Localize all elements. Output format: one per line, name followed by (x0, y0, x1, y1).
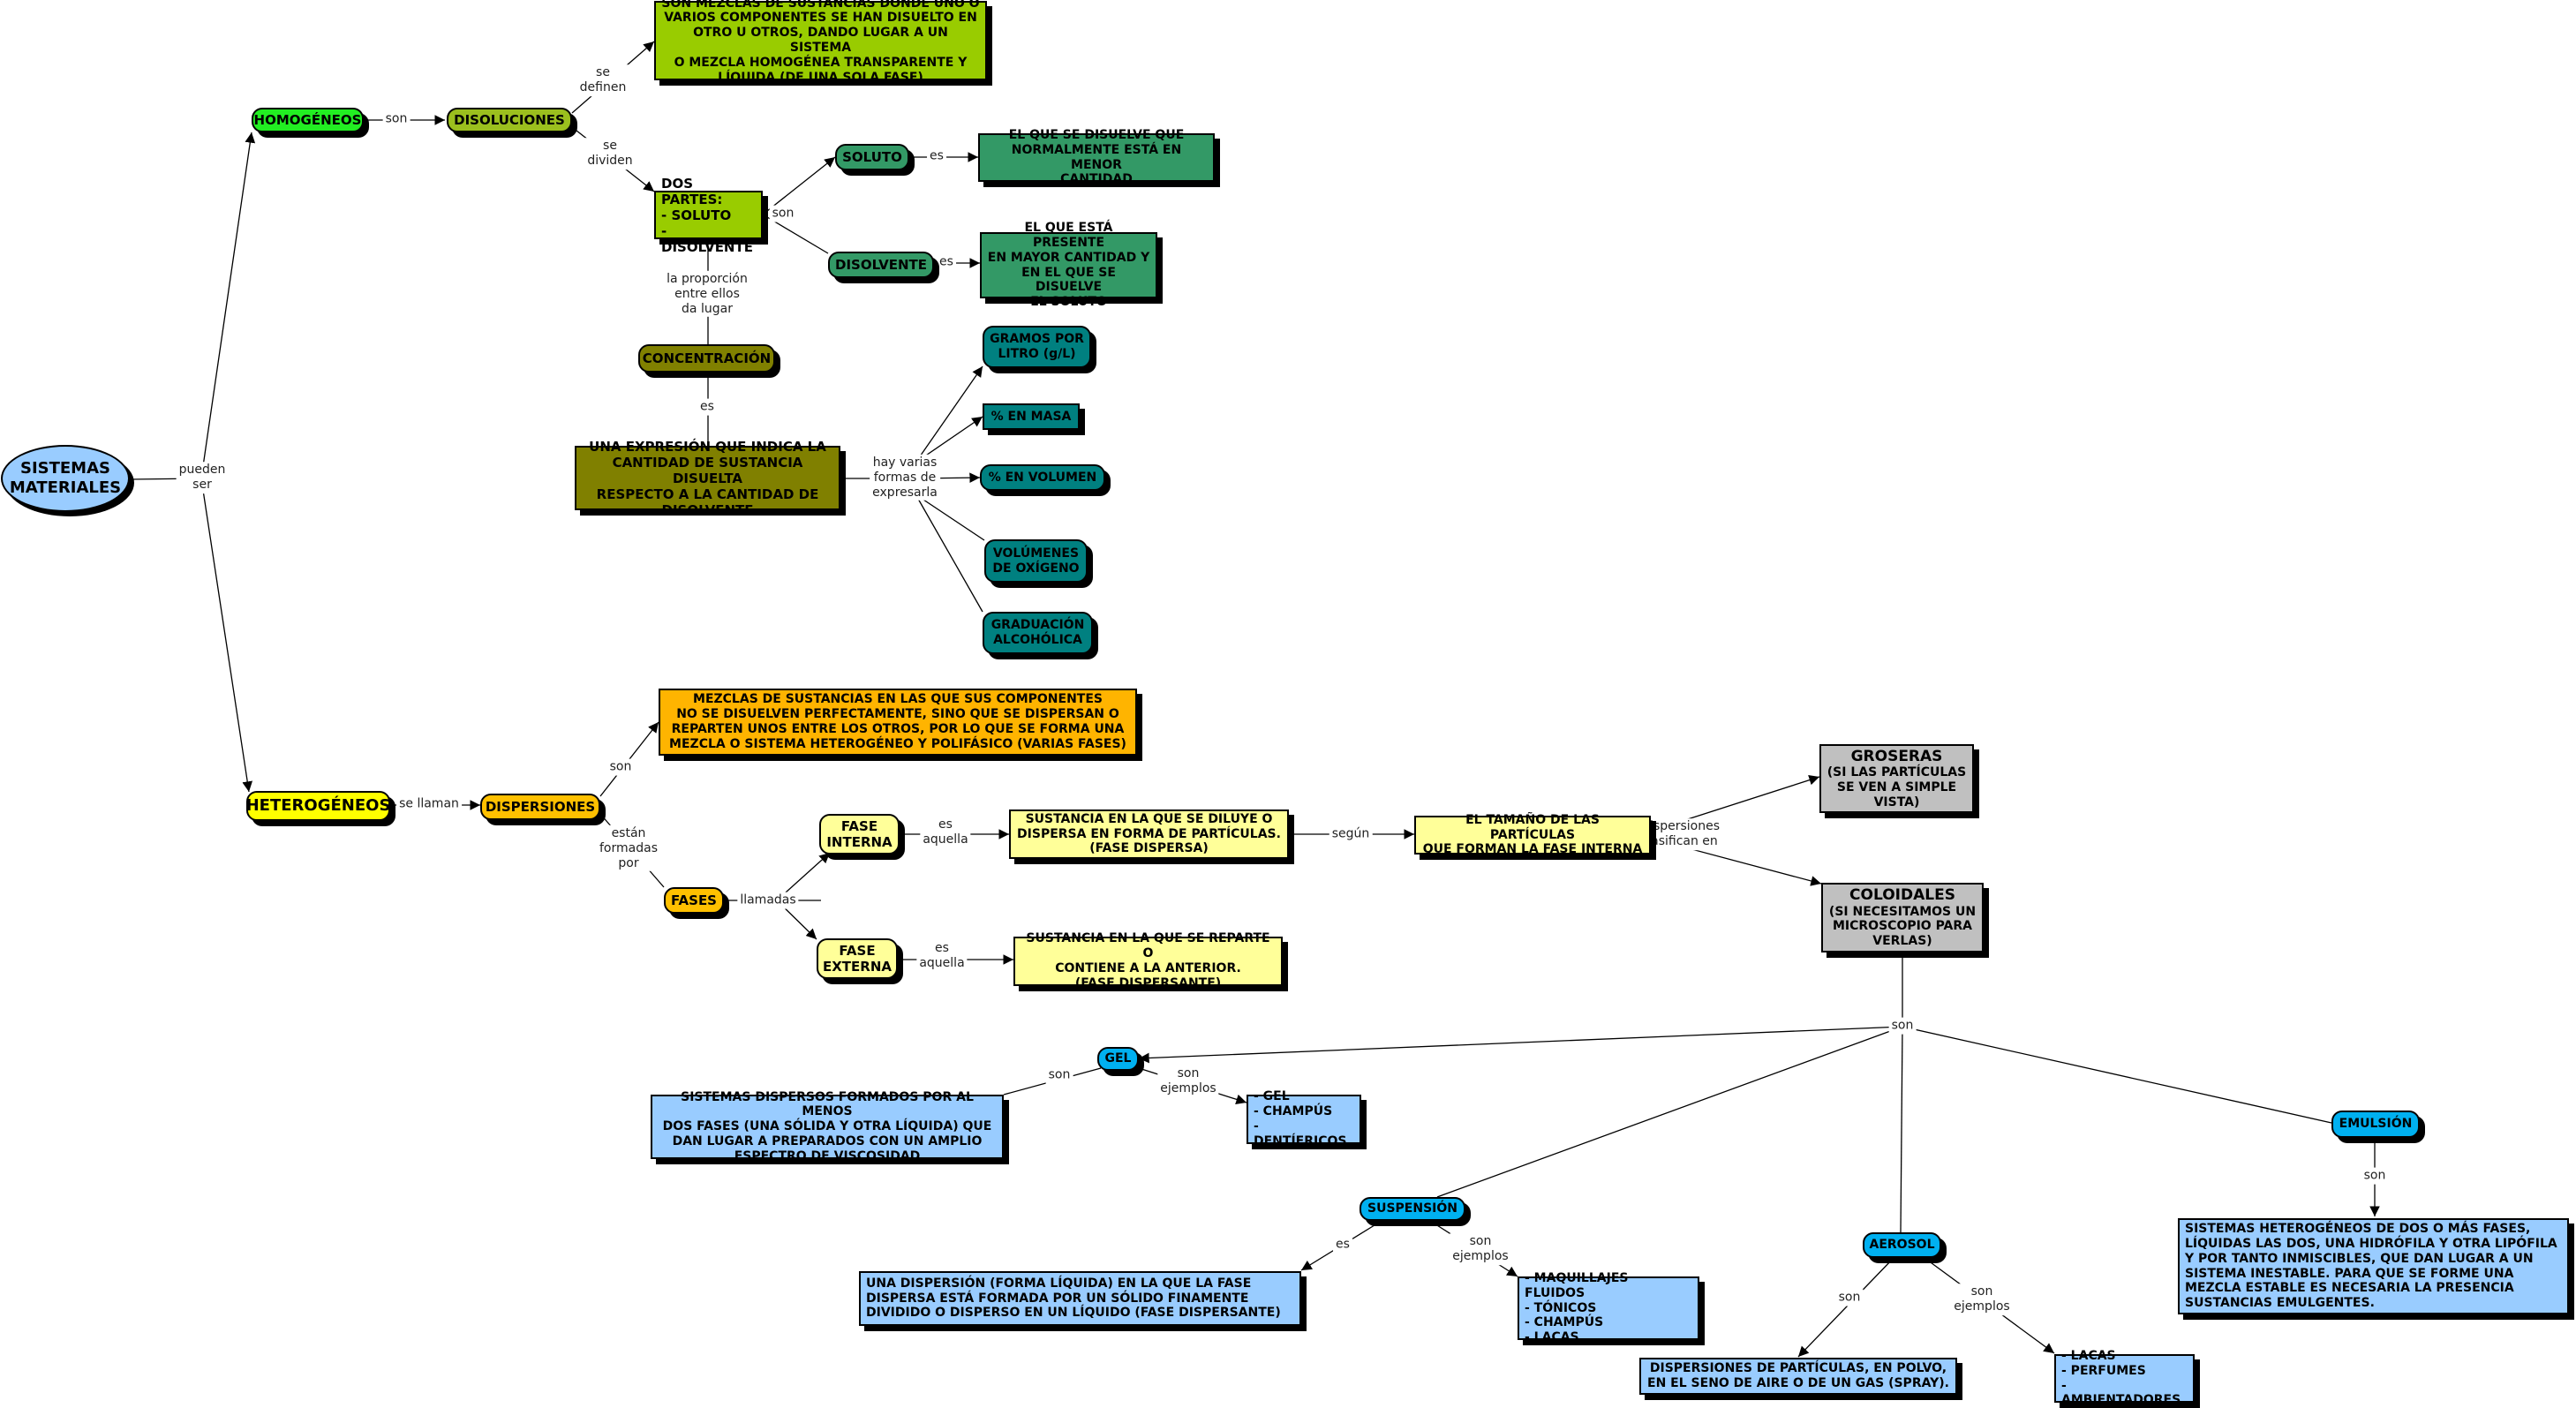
node-volumenes-oxigeno[interactable]: VOLÚMENES DE OXÍGENO (984, 539, 1088, 583)
link-label-hay-varias: hay varias formas de expresarla (870, 454, 940, 501)
link-hub-gel (1138, 1026, 1903, 1064)
node-groseras[interactable]: GROSERAS (SI LAS PARTÍCULAS SE VEN A SIM… (1819, 744, 1974, 813)
link-label-es-aquella: es aquella (916, 940, 968, 972)
node-disolvente[interactable]: DISOLVENTE (828, 252, 934, 278)
link-label-la-proporcion: la proporción entre ellos da lugar (664, 270, 750, 318)
node-homogeneos[interactable]: HOMOGÉNEOS (252, 108, 364, 132)
node-emulsion-def[interactable]: SISTEMAS HETEROGÉNEOS DE DOS O MÁS FASES… (2178, 1218, 2569, 1314)
link-label-llamadas: llamadas (737, 892, 799, 909)
node-gel[interactable]: GEL (1097, 1047, 1139, 1071)
node-suspension-def[interactable]: UNA DISPERSIÓN (FORMA LÍQUIDA) EN LA QUE… (859, 1271, 1301, 1326)
link-hub-homogeneos (200, 132, 256, 479)
link-label-se-dividen: se dividen (584, 138, 636, 169)
node-pct-masa[interactable]: % EN MASA (983, 403, 1080, 430)
node-coloidales[interactable]: COLOIDALES (SI NECESITAMOS UN MICROSCOPI… (1821, 883, 1984, 952)
node-fases[interactable]: FASES (664, 887, 724, 914)
link-hub-suspension (1436, 1026, 1903, 1198)
coloidales-title: COLOIDALES (1849, 886, 1955, 905)
link-label-es: es (1333, 1236, 1352, 1254)
link-label-es-aquella: es aquella (920, 817, 971, 848)
link-label-es: es (927, 147, 946, 165)
link-label-son: son (606, 758, 635, 776)
node-suspension-ejemplos[interactable]: - MAQUILLAJES FLUIDOS - TÓNICOS - CHAMPÚ… (1518, 1271, 1699, 1344)
node-soluto[interactable]: SOLUTO (835, 144, 909, 170)
link-label-son-ejemplos: son ejemplos (1157, 1065, 1219, 1097)
link-label-pueden-ser: pueden ser (176, 462, 229, 493)
link-label-son: son (2361, 1167, 2389, 1185)
node-emulsion[interactable]: EMULSIÓN (2331, 1111, 2420, 1138)
node-disolvente-def[interactable]: EL QUE ESTÁ PRESENTE EN MAYOR CANTIDAD Y… (980, 221, 1157, 309)
link-hub-oxigeno (917, 495, 985, 541)
node-dispersiones[interactable]: DISPERSIONES (480, 794, 600, 820)
link-label-segun: según (1329, 825, 1373, 843)
link-label-son: son (382, 110, 411, 128)
link-aerosol-def (1797, 1257, 1894, 1358)
node-suspension[interactable]: SUSPENSIÓN (1360, 1197, 1465, 1221)
link-label-es: es (937, 253, 956, 271)
link-label-son: son (1835, 1289, 1864, 1306)
node-gramos-litro[interactable]: GRAMOS POR LITRO (g/L) (983, 326, 1091, 368)
node-gel-def[interactable]: SISTEMAS DISPERSOS FORMADOS POR AL MENOS… (651, 1090, 1004, 1163)
node-heterogeneos[interactable]: HETEROGÉNEOS (246, 791, 390, 821)
node-concentracion[interactable]: CONCENTRACIÓN (638, 344, 775, 373)
node-concentracion-def[interactable]: UNA EXPRESIÓN QUE INDICA LA CANTIDAD DE … (575, 439, 840, 518)
link-label-son: son (1045, 1066, 1073, 1084)
node-soluto-def[interactable]: EL QUE SE DISUELVE QUE NORMALMENTE ESTÁ … (978, 128, 1215, 186)
link-label-son-ejemplos: son ejemplos (1450, 1233, 1511, 1265)
node-graduacion[interactable]: GRADUACIÓN ALCOHÓLICA (983, 612, 1093, 654)
link-label-estan-formadas: están formadas por (597, 824, 660, 872)
node-gel-ejemplos[interactable]: - GEL - CHAMPÚS - DENTÍFRICOS (1247, 1089, 1361, 1148)
node-fase-interna[interactable]: FASE INTERNA (819, 814, 900, 855)
link-dospartes-soluto (762, 156, 836, 215)
node-disoluciones[interactable]: DISOLUCIONES (447, 108, 572, 132)
node-fase-externa[interactable]: FASE EXTERNA (817, 938, 898, 979)
link-label-son: son (1888, 1017, 1917, 1035)
node-fase-externa-def[interactable]: SUSTANCIA EN LA QUE SE REPARTE O CONTIEN… (1013, 931, 1283, 990)
node-dispersiones-def[interactable]: MEZCLAS DE SUSTANCIAS EN LAS QUE SUS COM… (659, 689, 1137, 756)
link-hub-aerosol (1900, 1026, 1903, 1233)
link-hub-masa (917, 416, 983, 462)
node-dos-partes[interactable]: DOS PARTES: - SOLUTO - DISOLVENTE (654, 176, 763, 255)
node-tamano-particulas[interactable]: EL TAMAÑO DE LAS PARTÍCULAS QUE FORMAN L… (1414, 813, 1651, 856)
node-disoluciones-def[interactable]: SON MEZCLAS DE SUSTANCIAS DONDE UNO O VA… (654, 0, 987, 85)
link-label-es: es (697, 398, 717, 416)
link-label-se-llaman: se llaman (396, 795, 462, 813)
node-fase-interna-def[interactable]: SUSTANCIA EN LA QUE SE DILUYE O DISPERSA… (1009, 809, 1289, 859)
link-hub-emulsion (1902, 1026, 2332, 1124)
link-hub-gramos (917, 365, 983, 460)
link-hub-groseras (1668, 775, 1820, 826)
node-pct-volumen[interactable]: % EN VOLUMEN (980, 464, 1105, 491)
link-label-son-ejemplos: son ejemplos (1951, 1284, 2013, 1315)
node-aerosol[interactable]: AEROSOL (1863, 1232, 1941, 1258)
link-hub-heterogeneos (200, 478, 253, 793)
groseras-subtitle: (SI LAS PARTÍCULAS SE VEN A SIMPLE VISTA… (1827, 765, 1967, 809)
node-sistemas-materiales[interactable]: SISTEMAS MATERIALES (1, 445, 130, 512)
link-label-se-definen: se definen (576, 64, 629, 96)
groseras-title: GROSERAS (1850, 747, 1943, 765)
coloidales-subtitle: (SI NECESITAMOS UN MICROSCOPIO PARA VERL… (1828, 904, 1977, 949)
node-aerosol-ejemplos[interactable]: - LACAS - PERFUMES - AMBIENTADORES (2054, 1349, 2195, 1407)
link-hub-graduacion (917, 498, 983, 613)
link-label-son: son (769, 205, 797, 222)
node-aerosol-def[interactable]: DISPERSIONES DE PARTÍCULAS, EN POLVO, EN… (1639, 1358, 1957, 1395)
